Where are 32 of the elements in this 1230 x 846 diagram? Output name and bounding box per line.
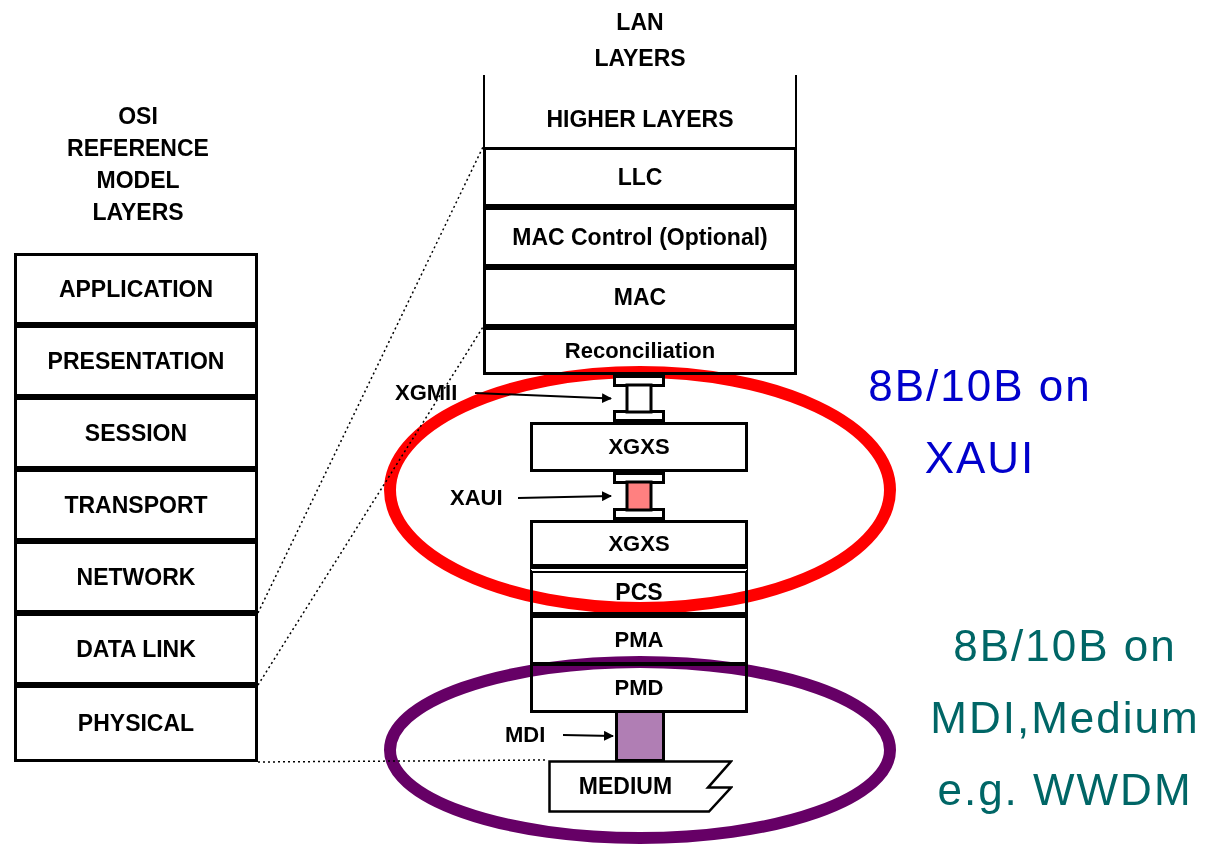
interface-label: XGMII <box>395 378 475 408</box>
connector-box <box>613 472 665 520</box>
layer-box: TRANSPORT <box>14 469 258 541</box>
dotted-line <box>257 326 484 686</box>
layer-box: XGXS <box>530 520 748 567</box>
layer-box: MAC Control (Optional) <box>483 207 797 267</box>
arrow <box>474 392 612 404</box>
column-heading: OSI REFERENCE MODEL LAYERS <box>66 102 210 227</box>
layer-box: PCS <box>530 567 748 615</box>
layer-box: DATA LINK <box>14 613 258 685</box>
column-heading: LAN LAYERS <box>593 8 687 73</box>
connector-box <box>615 710 665 762</box>
layer-box: HIGHER LAYERS <box>483 75 797 147</box>
dotted-line <box>257 146 484 614</box>
arrow <box>517 491 612 502</box>
layer-box: XGXS <box>530 422 748 472</box>
interface-label: XAUI <box>450 483 518 513</box>
layer-box: PMA <box>530 615 748 665</box>
layer-box: APPLICATION <box>14 253 258 325</box>
layer-box: MAC <box>483 267 797 327</box>
annotation-text: 8B/10B on MDI,Medium e.g. WWDM <box>929 620 1201 816</box>
layer-box: LLC <box>483 147 797 207</box>
annotation-text: 8B/10B on XAUI <box>867 360 1093 484</box>
arrow <box>562 730 614 741</box>
interface-label: MDI <box>505 720 563 750</box>
connector-box <box>613 375 665 422</box>
layer-box: PRESENTATION <box>14 325 258 397</box>
medium-shape: MEDIUM <box>548 760 733 813</box>
layer-box: Reconciliation <box>483 327 797 375</box>
layer-box: PHYSICAL <box>14 685 258 762</box>
layer-box: NETWORK <box>14 541 258 613</box>
layer-box: SESSION <box>14 397 258 469</box>
